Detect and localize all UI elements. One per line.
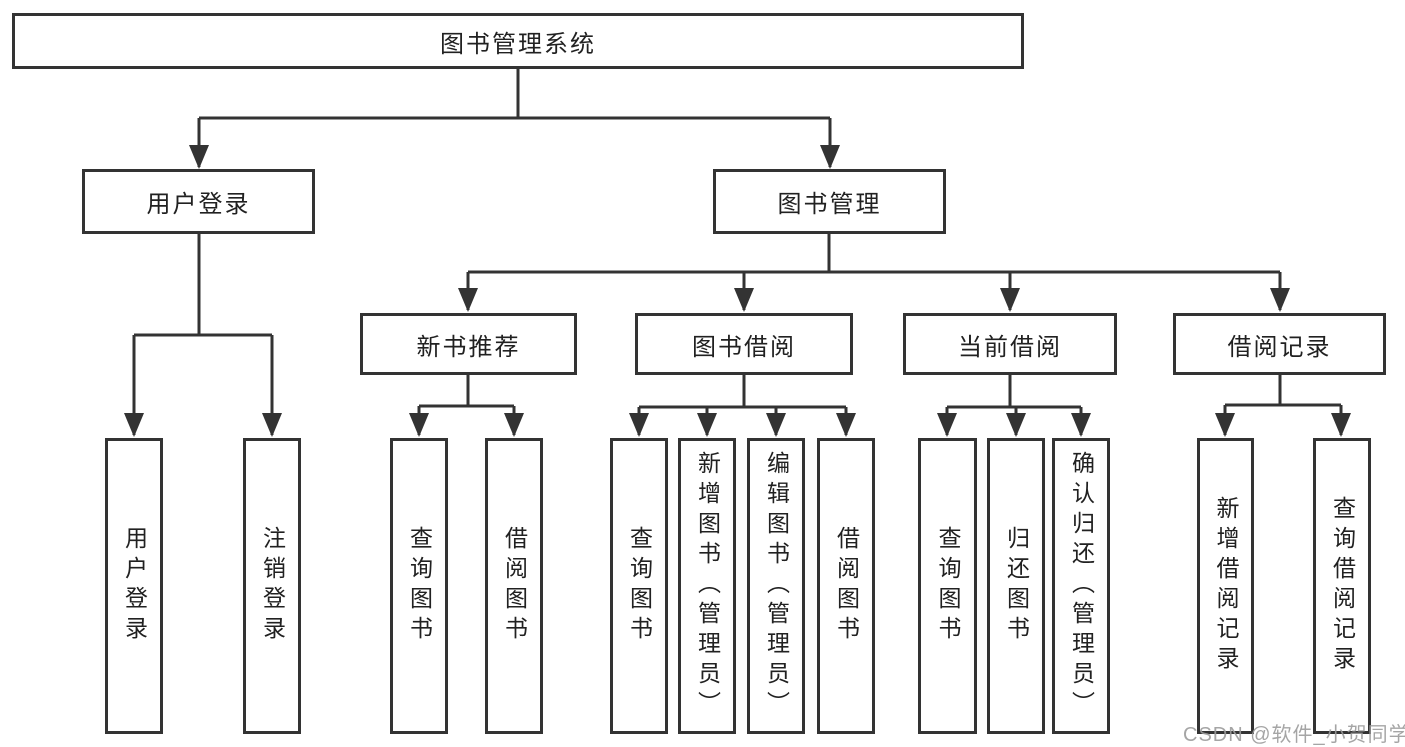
- node-query-books-borrowing: 查询图书: [610, 438, 668, 734]
- node-borrow-books-borrowing: 借阅图书: [817, 438, 875, 734]
- node-query-borrow-record: 查询借阅记录: [1313, 438, 1371, 734]
- node-add-borrow-record: 新增借阅记录: [1197, 438, 1254, 734]
- node-query-books-recommend-label: 查询图书: [406, 526, 433, 646]
- node-library-system: 图书管理系统: [12, 13, 1024, 69]
- node-query-books-current: 查询图书: [918, 438, 977, 734]
- node-borrow-books-recommend: 借阅图书: [485, 438, 543, 734]
- node-book-borrowing: 图书借阅: [635, 313, 853, 375]
- node-query-borrow-record-label: 查询借阅记录: [1329, 496, 1356, 676]
- node-borrowing-records: 借阅记录: [1173, 313, 1386, 375]
- node-current-borrowing: 当前借阅: [903, 313, 1117, 375]
- node-user-login-leaf-label: 用户登录: [121, 526, 148, 646]
- node-edit-book-admin-label: 编辑图书（管理员）: [763, 451, 790, 721]
- node-user-login: 用户登录: [82, 169, 315, 234]
- node-add-book-admin: 新增图书（管理员）: [678, 438, 736, 734]
- node-query-books-current-label: 查询图书: [935, 526, 961, 646]
- node-return-books-label: 归还图书: [1003, 526, 1030, 646]
- node-new-book-recommendation: 新书推荐: [360, 313, 577, 375]
- node-confirm-return-admin: 确认归还（管理员）: [1052, 438, 1110, 734]
- node-borrow-books-borrowing-label: 借阅图书: [833, 526, 860, 646]
- node-return-books: 归还图书: [987, 438, 1045, 734]
- node-add-book-admin-label: 新增图书（管理员）: [694, 451, 721, 721]
- node-query-books-borrowing-label: 查询图书: [626, 526, 653, 646]
- node-user-login-leaf: 用户登录: [105, 438, 163, 734]
- node-edit-book-admin: 编辑图书（管理员）: [747, 438, 805, 734]
- node-logout-label: 注销登录: [259, 526, 286, 646]
- csdn-watermark: CSDN @软件_小贺同学: [1183, 724, 1405, 746]
- node-query-books-recommend: 查询图书: [390, 438, 448, 734]
- node-book-management: 图书管理: [713, 169, 946, 234]
- node-borrow-books-recommend-label: 借阅图书: [501, 526, 528, 646]
- node-add-borrow-record-label: 新增借阅记录: [1213, 496, 1239, 676]
- node-logout: 注销登录: [243, 438, 301, 734]
- node-confirm-return-admin-label: 确认归还（管理员）: [1068, 451, 1095, 721]
